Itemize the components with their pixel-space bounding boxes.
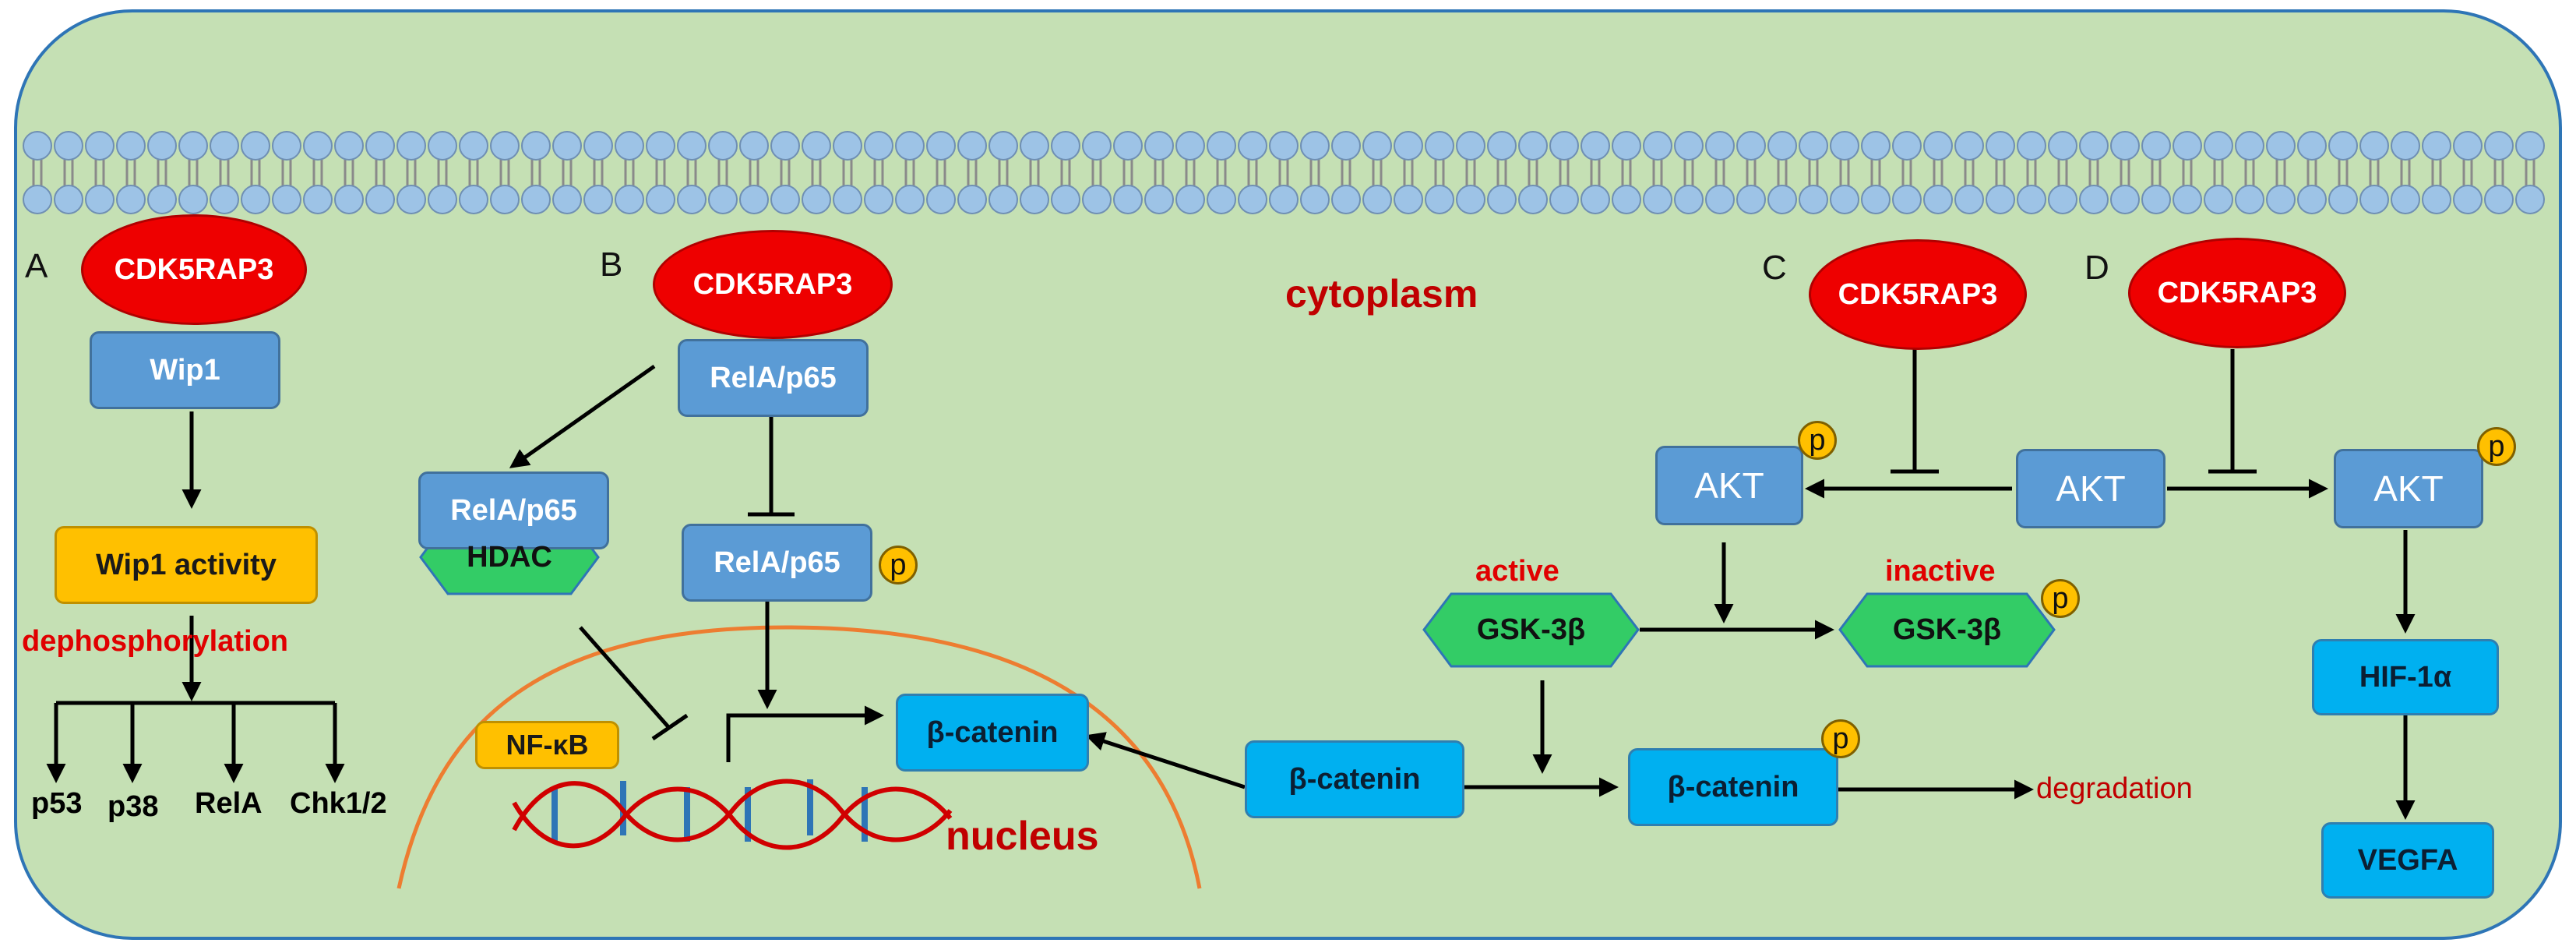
akt-node-c: AKT (1655, 446, 1803, 525)
rela-p65-node-right: RelA/p65 (682, 524, 872, 602)
panel-b-arrows (509, 364, 884, 762)
beta-catenin-phospho-node: β-catenin (1628, 748, 1838, 826)
beta-catenin-arrows (1085, 542, 2034, 800)
cytoplasm-label: cytoplasm (1285, 272, 1478, 316)
beta-catenin-nucleus-node: β-catenin (896, 694, 1089, 772)
wip1-node: Wip1 (90, 331, 280, 409)
target-p53: p53 (31, 787, 83, 820)
beta-catenin-cytoplasm-node: β-catenin (1245, 740, 1464, 818)
nfkb-node: NF-κB (475, 721, 619, 769)
cdk5rap3-node-c: CDK5RAP3 (1809, 239, 2027, 350)
gsk3b-active-label: GSK-3β (1476, 613, 1586, 646)
gsk-inactive-hexagon (1838, 592, 2056, 668)
akt-arrows (1805, 349, 2416, 820)
nucleus-label: nucleus (946, 814, 1099, 859)
panel-label-a: A (25, 247, 48, 285)
phospho-badge-gsk3b: p (2041, 579, 2080, 618)
akt-node-d: AKT (2334, 449, 2483, 528)
panel-label-d: D (2084, 249, 2109, 287)
cdk5rap3-node-d: CDK5RAP3 (2128, 238, 2346, 348)
hdac-label: HDAC (467, 540, 552, 574)
gsk3b-inactive-label: GSK-3β (1892, 613, 2002, 646)
rela-p65-node-left: RelA/p65 (418, 471, 609, 549)
rela-p65-node-top: RelA/p65 (678, 339, 869, 417)
gsk-active-hexagon (1422, 592, 1640, 668)
target-rela: RelA (195, 787, 263, 820)
akt-node-mid: AKT (2016, 449, 2165, 528)
cell-membrane (23, 131, 2545, 214)
phospho-badge-akt-d: p (2477, 427, 2516, 466)
dna-helix (512, 779, 953, 850)
panel-a-arrows (46, 411, 345, 783)
wip1-activity-node: Wip1 activity (55, 526, 318, 604)
phospho-badge-beta-catenin: p (1821, 719, 1860, 758)
hif1a-node: HIF-1α (2312, 639, 2499, 715)
degradation-label: degradation (2036, 772, 2193, 805)
dephosphorylation-label: dephosphorylation (22, 625, 288, 658)
cdk5rap3-node-b: CDK5RAP3 (653, 230, 893, 339)
panel-label-b: B (600, 245, 623, 284)
target-chk12: Chk1/2 (290, 787, 387, 820)
active-label: active (1475, 555, 1559, 588)
phospho-badge-rela: p (879, 546, 918, 584)
inactive-label: inactive (1885, 555, 1996, 588)
cdk5rap3-node-a: CDK5RAP3 (81, 214, 307, 325)
target-p38: p38 (107, 790, 159, 823)
vegfa-node: VEGFA (2321, 822, 2494, 899)
phospho-badge-akt-c: p (1798, 421, 1837, 460)
panel-label-c: C (1762, 249, 1787, 287)
